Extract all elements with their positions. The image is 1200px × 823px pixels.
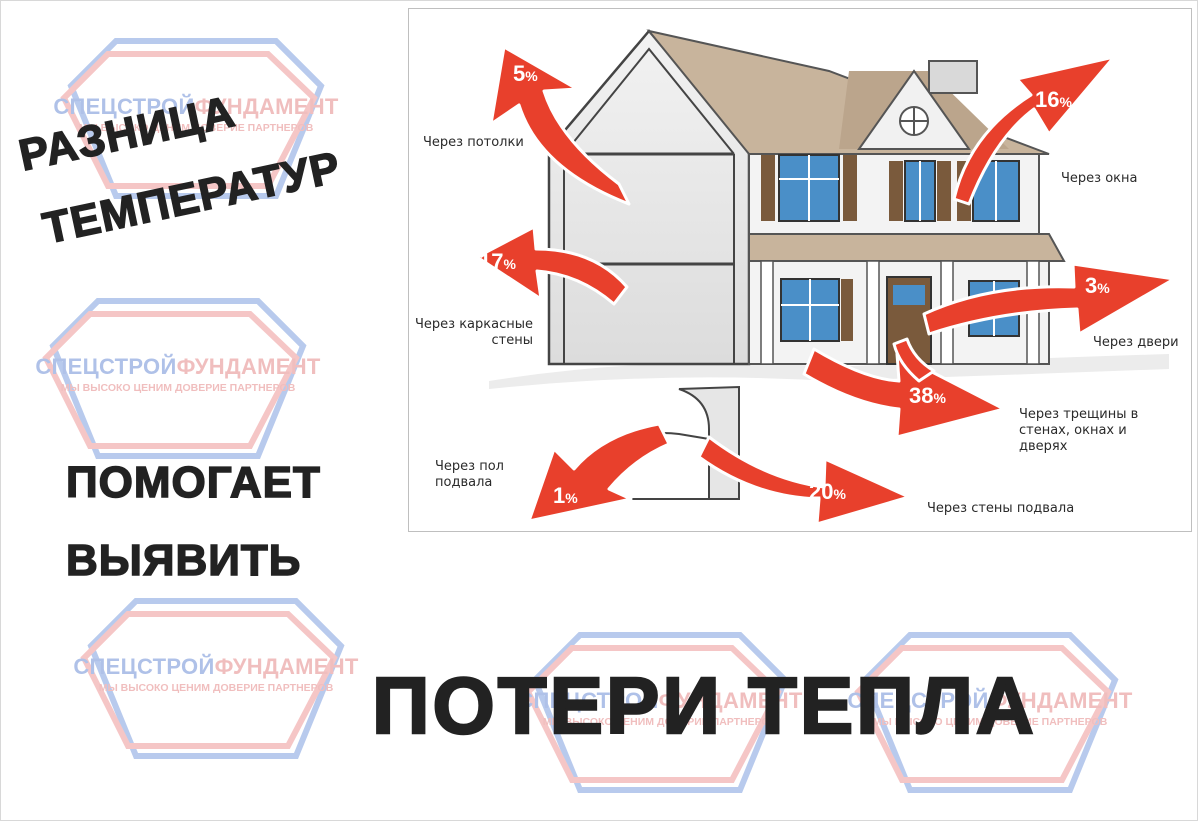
label-ceilings: Через потолки: [423, 135, 524, 150]
arrow-38: [802, 347, 1006, 439]
arrow-3: [922, 262, 1176, 336]
watermark-tagline: МЫ ВЫСОКО ЦЕНИМ ДОВЕРИЕ ПАРТНЕРОВ: [78, 122, 314, 134]
watermark-tagline: МЫ ВЫСОКО ЦЕНИМ ДОВЕРИЕ ПАРТНЕРОВ: [872, 716, 1108, 728]
watermark-logo-3: СПЕЦСТРОЙФУНДАМЕНТ МЫ ВЫСОКО ЦЕНИМ ДОВЕР…: [56, 596, 376, 766]
watermark-logo-2: СПЕЦСТРОЙФУНДАМЕНТ МЫ ВЫСОКО ЦЕНИМ ДОВЕР…: [18, 296, 338, 466]
watermark-tagline: МЫ ВЫСОКО ЦЕНИМ ДОВЕРИЕ ПАРТНЕРОВ: [542, 716, 778, 728]
percent-17: 17%: [479, 249, 516, 274]
percent-5: 5%: [513, 61, 538, 86]
watermark-hexagon-icon: [80, 598, 345, 759]
watermark-brand: СПЕЦСТРОЙФУНДАМЕНТ: [847, 688, 1133, 713]
house-illustration: [475, 29, 1176, 526]
label-doors: Через двери: [1093, 335, 1179, 350]
arrow-38-b: [892, 337, 936, 383]
watermark-hexagon-icon: [60, 38, 325, 199]
watermark-hexagon-icon: [854, 632, 1119, 793]
watermark-logo-5: СПЕЦСТРОЙФУНДАМЕНТ МЫ ВЫСОКО ЦЕНИМ ДОВЕР…: [830, 630, 1150, 800]
percent-1: 1%: [553, 483, 578, 508]
watermark-tagline: МЫ ВЫСОКО ЦЕНИМ ДОВЕРИЕ ПАРТНЕРОВ: [98, 682, 334, 694]
headline-line-4: ВЫЯВИТЬ: [65, 535, 302, 586]
watermark-brand: СПЕЦСТРОЙФУНДАМЕНТ: [517, 688, 803, 713]
label-basement-walls: Через стены подвала: [927, 501, 1075, 516]
arrow-1: [527, 422, 671, 523]
arrow-17: [475, 225, 629, 306]
percent-20: 20%: [809, 479, 846, 504]
watermark-tagline: МЫ ВЫСОКО ЦЕНИМ ДОВЕРИЕ ПАРТНЕРОВ: [60, 382, 296, 394]
watermark-hexagon-icon: [524, 632, 789, 793]
arrow-5: [489, 45, 631, 206]
percent-3: 3%: [1085, 273, 1110, 298]
watermark-brand: СПЕЦСТРОЙФУНДАМЕНТ: [73, 654, 359, 679]
arrow-16: [952, 55, 1116, 206]
headline-line-3: ПОМОГАЕТ: [65, 457, 321, 508]
watermark-brand: СПЕЦСТРОЙФУНДАМЕНТ: [35, 354, 321, 379]
percent-16: 16%: [1035, 87, 1072, 112]
watermark-brand: СПЕЦСТРОЙФУНДАМЕНТ: [53, 94, 339, 119]
headline-main: ПОТЕРИ ТЕПЛА: [371, 660, 1037, 752]
percent-38: 38%: [909, 383, 946, 408]
watermark-logo-4: СПЕЦСТРОЙФУНДАМЕНТ МЫ ВЫСОКО ЦЕНИМ ДОВЕР…: [500, 630, 820, 800]
heat-loss-diagram: 5% 16% 17% 3% 38% 1% 20% Через потолки Ч…: [408, 8, 1192, 532]
watermark-logo-1: СПЕЦСТРОЙФУНДАМЕНТ МЫ ВЫСОКО ЦЕНИМ ДОВЕР…: [36, 36, 356, 206]
label-windows: Через окна: [1061, 171, 1138, 186]
arrow-20: [697, 435, 911, 526]
watermark-hexagon-icon: [42, 298, 307, 459]
